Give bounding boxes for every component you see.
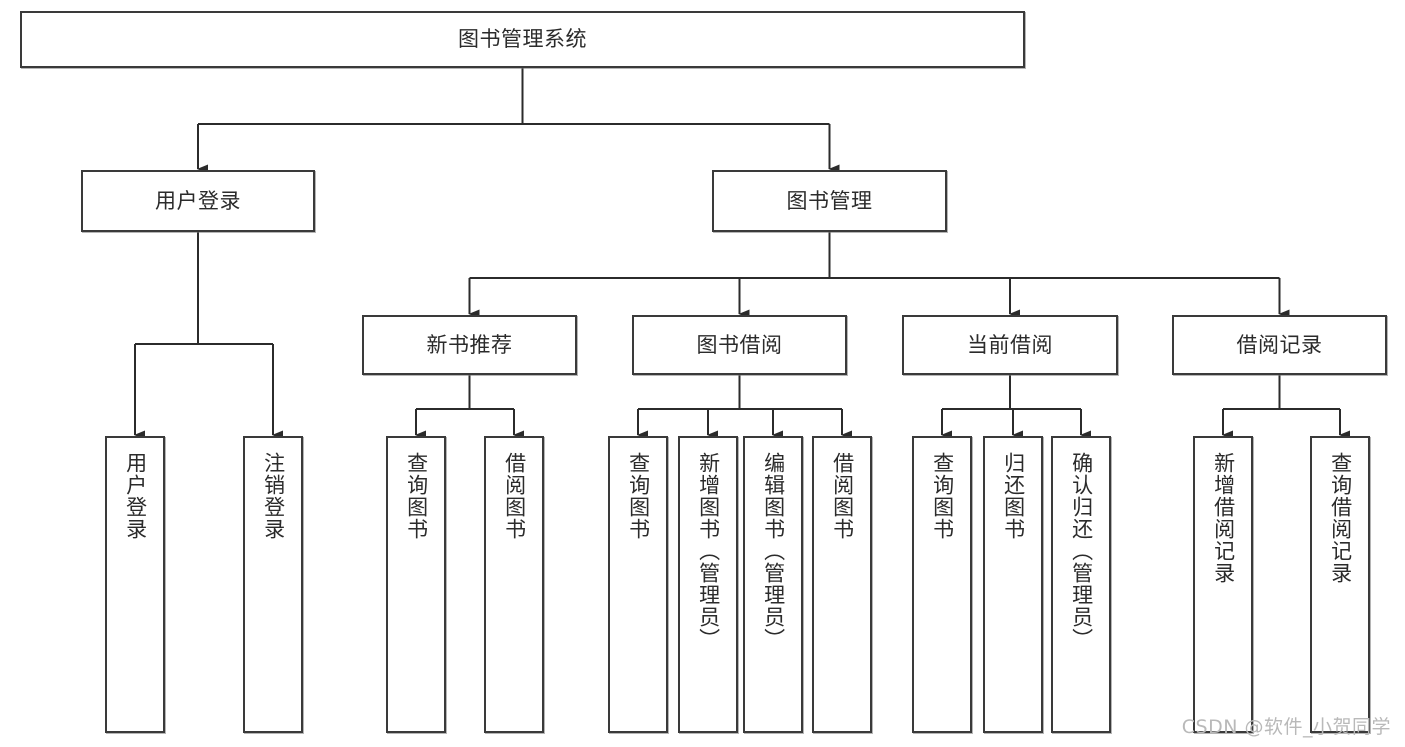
- node-label-leaf-user-logout: 注销登录: [261, 452, 286, 540]
- node-label-leaf-cu-query: 查询图书: [930, 452, 955, 540]
- node-leaf-cu-confirm[interactable]: 确认归还（管理员）: [1051, 436, 1111, 733]
- node-label-root: 图书管理系统: [458, 27, 587, 52]
- node-label-leaf-cu-return: 归还图书: [1001, 452, 1026, 540]
- node-label-newbook: 新书推荐: [426, 332, 513, 357]
- node-label-bookmgmt: 图书管理: [786, 188, 873, 213]
- node-leaf-bo-edit[interactable]: 编辑图书（管理员）: [743, 436, 803, 733]
- node-root[interactable]: 图书管理系统: [20, 11, 1025, 68]
- node-label-borrow: 图书借阅: [696, 332, 783, 357]
- node-label-leaf-bo-edit: 编辑图书（管理员）: [761, 452, 786, 650]
- node-label-leaf-bo-query: 查询图书: [626, 452, 651, 540]
- node-label-leaf-user-login: 用户登录: [123, 452, 148, 540]
- node-label-leaf-re-query: 查询借阅记录: [1328, 452, 1353, 584]
- node-label-current: 当前借阅: [967, 332, 1053, 357]
- node-leaf-bo-query[interactable]: 查询图书: [608, 436, 668, 733]
- edge-paths: [133, 68, 1350, 440]
- node-records[interactable]: 借阅记录: [1172, 315, 1387, 375]
- node-leaf-re-query[interactable]: 查询借阅记录: [1310, 436, 1370, 733]
- node-leaf-bo-add[interactable]: 新增图书（管理员）: [678, 436, 738, 733]
- node-label-leaf-nb-borrow: 借阅图书: [502, 452, 527, 540]
- node-leaf-bo-borrow[interactable]: 借阅图书: [812, 436, 872, 733]
- node-label-leaf-bo-add: 新增图书（管理员）: [696, 452, 721, 650]
- node-leaf-user-login[interactable]: 用户登录: [105, 436, 165, 733]
- node-label-leaf-cu-confirm: 确认归还（管理员）: [1069, 452, 1094, 650]
- node-label-leaf-nb-query: 查询图书: [404, 452, 429, 540]
- node-leaf-nb-query[interactable]: 查询图书: [386, 436, 446, 733]
- node-leaf-nb-borrow[interactable]: 借阅图书: [484, 436, 544, 733]
- node-leaf-re-add[interactable]: 新增借阅记录: [1193, 436, 1253, 733]
- node-label-leaf-re-add: 新增借阅记录: [1211, 452, 1236, 584]
- node-bookmgmt[interactable]: 图书管理: [712, 170, 947, 232]
- node-leaf-cu-return[interactable]: 归还图书: [983, 436, 1043, 733]
- node-current[interactable]: 当前借阅: [902, 315, 1118, 375]
- node-leaf-user-logout[interactable]: 注销登录: [243, 436, 303, 733]
- node-newbook[interactable]: 新书推荐: [362, 315, 577, 375]
- node-leaf-cu-query[interactable]: 查询图书: [912, 436, 972, 733]
- node-label-login: 用户登录: [155, 188, 241, 213]
- node-label-records: 借阅记录: [1236, 332, 1323, 357]
- node-borrow[interactable]: 图书借阅: [632, 315, 847, 375]
- node-label-leaf-bo-borrow: 借阅图书: [830, 452, 855, 540]
- node-login[interactable]: 用户登录: [81, 170, 315, 232]
